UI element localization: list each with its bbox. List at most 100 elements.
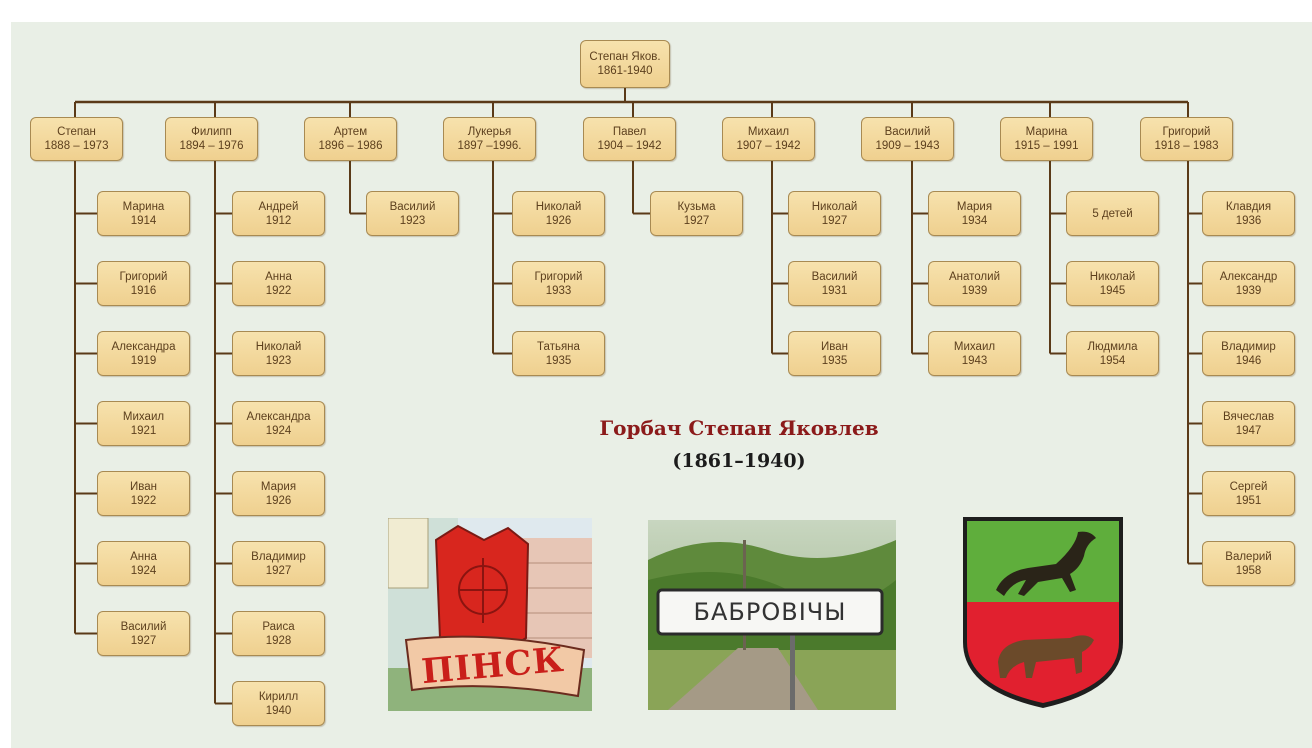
person-name: Григорий	[1162, 126, 1211, 138]
caption: Горбач Степан Яковлев (1861–1940)	[594, 414, 884, 475]
person-years: 1931	[821, 284, 848, 297]
child-node: Павел 1904 – 1942	[583, 117, 676, 161]
person-name: Артем	[333, 126, 368, 138]
person-years: 1923	[265, 354, 292, 367]
person-years: 1939	[1235, 284, 1262, 297]
person-years: 1927	[821, 214, 848, 227]
person-years: 1935	[821, 354, 848, 367]
person-name: Николай	[1089, 270, 1136, 283]
pinsk-coat-of-arms-illustration-icon	[388, 518, 592, 711]
village-sign-photo: БАБРОВІЧЫ	[648, 520, 896, 710]
person-name: Анна	[130, 550, 157, 563]
person-years: 1924	[130, 564, 157, 577]
person-name: Василий	[811, 270, 858, 283]
person-name: Клавдия	[1225, 200, 1272, 213]
person-name: Марина	[1025, 126, 1068, 138]
person-years: 1912	[265, 214, 292, 227]
person-years: 1946	[1235, 354, 1262, 367]
village-sign-label: БАБРОВІЧЫ	[693, 598, 847, 626]
person-name: Василий	[389, 200, 436, 213]
person-name: Николай	[255, 340, 302, 353]
person-name: Василий	[884, 126, 931, 138]
person-years: 1934	[961, 214, 988, 227]
person-name: Кирилл	[258, 690, 299, 703]
person-name: Анна	[265, 270, 292, 283]
person-years: 1894 – 1976	[179, 140, 244, 152]
child-node: Марина 1915 – 1991	[1000, 117, 1093, 161]
child-node: Лукерья 1897 –1996.	[443, 117, 536, 161]
person-years: 1947	[1235, 424, 1262, 437]
person-years: 1958	[1235, 564, 1262, 577]
person-name: Михаил	[953, 340, 996, 353]
pinsk-illustration: ПІНСК	[388, 518, 592, 711]
person-years: 1924	[265, 424, 292, 437]
person-name: Иван	[821, 340, 848, 353]
person-name: Павел	[612, 126, 647, 138]
person-years: 1897 –1996.	[457, 140, 522, 152]
child-node: Филипп 1894 – 1976	[165, 117, 258, 161]
person-name: Лукерья	[467, 126, 512, 138]
person-years: 1926	[545, 214, 572, 227]
person-name: Сергей	[1229, 480, 1268, 493]
person-name: Татьяна	[537, 340, 580, 353]
person-years: 1896 – 1986	[318, 140, 383, 152]
person-name: Николай	[535, 200, 582, 213]
grandchild-node: 5 детей	[1066, 191, 1159, 236]
person-name: Степан	[57, 126, 96, 138]
person-years: 1919	[130, 354, 157, 367]
person-name: Александра	[111, 340, 176, 353]
person-name: Владимир	[1221, 340, 1276, 353]
person-name: Владимир	[251, 550, 306, 563]
person-years: 1927	[683, 214, 710, 227]
person-name: Александр	[1219, 270, 1278, 283]
person-years: 1916	[130, 284, 157, 297]
person-years: 1923	[399, 214, 426, 227]
person-name: Раиса	[262, 620, 295, 633]
person-years: 1861-1940	[597, 65, 653, 77]
person-name: Филипп	[191, 126, 232, 138]
person-name: Вячеслав	[1222, 410, 1275, 423]
person-years: 1909 – 1943	[875, 140, 940, 152]
person-years: 1951	[1235, 494, 1262, 507]
caption-years: (1861–1940)	[672, 450, 806, 472]
person-years: 1927	[265, 564, 292, 577]
person-years: 1915 – 1991	[1014, 140, 1079, 152]
person-years: 1904 – 1942	[597, 140, 662, 152]
person-years: 1940	[265, 704, 292, 717]
person-name: Александра	[246, 410, 311, 423]
person-name: Николай	[811, 200, 858, 213]
person-years: 1907 – 1942	[736, 140, 801, 152]
person-years: 1945	[1099, 284, 1126, 297]
person-name: 5 детей	[1092, 207, 1133, 220]
person-name: Анатолий	[948, 270, 1000, 283]
person-name: Валерий	[1225, 550, 1272, 563]
